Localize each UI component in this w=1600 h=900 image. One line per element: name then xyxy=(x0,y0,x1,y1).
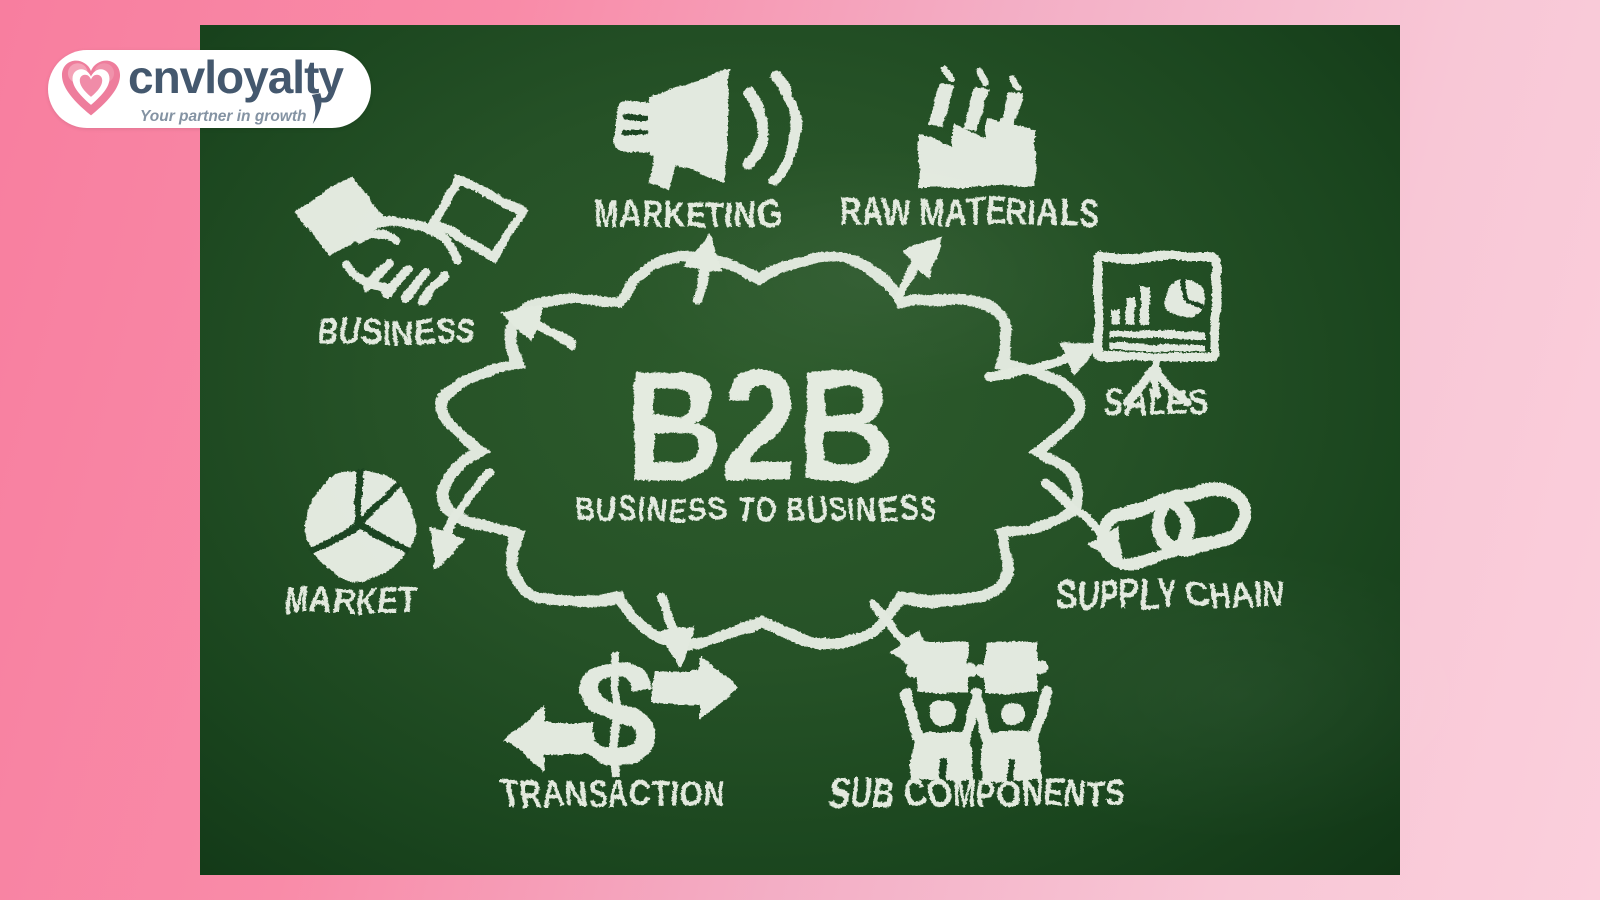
label-sub-components: SUB COMPONENTS xyxy=(830,773,1126,815)
logo-text: cnvloyalty Your partner in growth xyxy=(128,50,344,125)
pie-chart-icon xyxy=(305,468,415,580)
arrow-to-market xyxy=(428,468,493,569)
b2b-diagram: $ xyxy=(286,65,1284,815)
center-title: B2B xyxy=(626,338,895,515)
megaphone-icon xyxy=(616,69,802,189)
label-business: BUSINESS xyxy=(318,312,477,354)
svg-text:$: $ xyxy=(573,629,656,797)
heart-icon xyxy=(61,60,121,116)
swoosh-icon xyxy=(312,92,323,124)
label-marketing: MARKETING xyxy=(593,194,781,236)
arrow-to-raw-materials xyxy=(892,236,943,302)
label-sales: SALES xyxy=(1104,382,1207,424)
presentation-chart-icon xyxy=(1093,252,1221,407)
arrow-to-marketing xyxy=(684,232,722,305)
tagline-row: Your partner in growth xyxy=(128,92,343,125)
logo-tagline: Your partner in growth xyxy=(140,108,307,125)
label-market: MARKET xyxy=(286,581,418,623)
handshake-icon xyxy=(295,170,529,304)
label-raw-materials: RAW MATERIALS xyxy=(839,192,1099,234)
center-subtitle: BUSINESS TO BUSINESS xyxy=(576,490,938,529)
arrow-to-sales xyxy=(985,342,1102,382)
arrow-to-business xyxy=(502,306,577,348)
brand-name: cnvloyalty xyxy=(128,50,344,103)
factory-icon xyxy=(918,65,1036,187)
arrow-to-transaction xyxy=(656,592,694,667)
label-transaction: TRANSACTION xyxy=(500,773,726,815)
cloud-outline xyxy=(435,250,1085,650)
arrow-to-sub-components xyxy=(867,598,927,673)
puzzle-people-icon xyxy=(900,643,1054,780)
cnvloyalty-logo: cnvloyalty Your partner in growth xyxy=(48,50,371,128)
label-supply-chain: SUPPLY CHAIN xyxy=(1056,574,1284,616)
dollar-exchange-icon: $ xyxy=(505,629,740,797)
chain-link-icon xyxy=(1096,481,1251,571)
